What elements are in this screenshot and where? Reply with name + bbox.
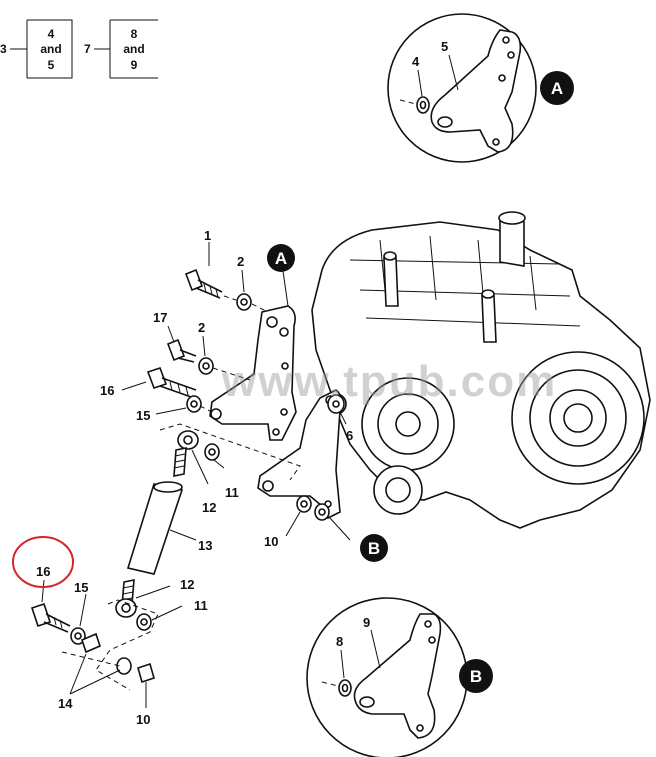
callout-15-upper: 15 [136,408,150,423]
washer-11-lower [136,613,152,631]
bolt-16-lower [30,602,71,633]
step-ref-a-lead: 3 [0,42,7,56]
bolt-16-upper [146,366,197,399]
detail-b-marker: B [459,659,493,693]
washer-6 [327,394,345,414]
bolt-1 [184,268,223,299]
main-marker-b: B [360,534,388,562]
nut-10-lower [137,662,155,684]
leader-lines [41,242,351,708]
callout-13: 13 [198,538,212,553]
callout-14: 14 [58,696,73,711]
washer-11-upper [204,443,220,461]
callout-11-lower: 11 [194,598,208,613]
main-marker-a: A [267,244,295,272]
step-ref-a-line-3: 5 [48,58,55,72]
callout-1: 1 [204,228,211,243]
callout-15-lower: 15 [74,580,88,595]
watermark: www.tpub.com [221,357,557,406]
callout-10-upper: 10 [264,534,278,549]
callout-4: 4 [412,54,420,69]
transmission-housing [311,211,651,529]
callout-16-upper: 16 [100,383,114,398]
detail-b-marker-label: B [470,667,482,686]
step-reference-b: 7 8 and 9 [84,19,158,79]
step-ref-a-line-2: and [40,42,61,56]
rod-end-12-lower [115,579,137,618]
detail-view-a: 4 5 [387,13,537,163]
callout-10-lower: 10 [136,712,150,727]
callout-8: 8 [336,634,343,649]
callout-17: 17 [153,310,167,325]
callout-12-upper: 12 [202,500,216,515]
callout-2-lower: 2 [198,320,205,335]
callout-12-lower: 12 [180,577,194,592]
callout-2-upper: 2 [237,254,244,269]
link-rod-13 [126,481,184,575]
nut-14-upper [81,632,101,654]
callout-5: 5 [441,39,448,54]
washer-2-upper [236,293,252,311]
step-ref-b-line-3: 9 [131,58,138,72]
callout-11-upper: 11 [225,485,239,500]
highlight-circle [12,536,74,588]
step-ref-b-line-2: and [123,42,144,56]
step-ref-a-line-1: 4 [48,27,55,41]
rod-end-12-upper [173,430,199,477]
bolt-17 [166,338,197,363]
washer-10-upper [296,495,312,513]
washer-14-lower [116,657,132,675]
detail-a-marker: A [540,71,574,105]
detail-a-marker-label: A [551,79,563,98]
washer-15-upper [186,395,202,413]
step-ref-b-line-1: 8 [131,27,138,41]
main-marker-a-label: A [275,249,287,268]
washer-2-lower [198,357,214,375]
step-reference-a: 3 4 and 5 [0,19,73,79]
main-marker-b-label: B [368,539,380,558]
step-ref-b-lead: 7 [84,42,91,56]
detail-view-b: 8 9 [306,597,468,757]
callout-9: 9 [363,615,370,630]
callout-labels: 1 2 2 17 16 15 6 11 12 10 13 12 11 15 16… [36,228,353,727]
callout-6: 6 [346,428,353,443]
callout-16-lower: 16 [36,564,50,579]
